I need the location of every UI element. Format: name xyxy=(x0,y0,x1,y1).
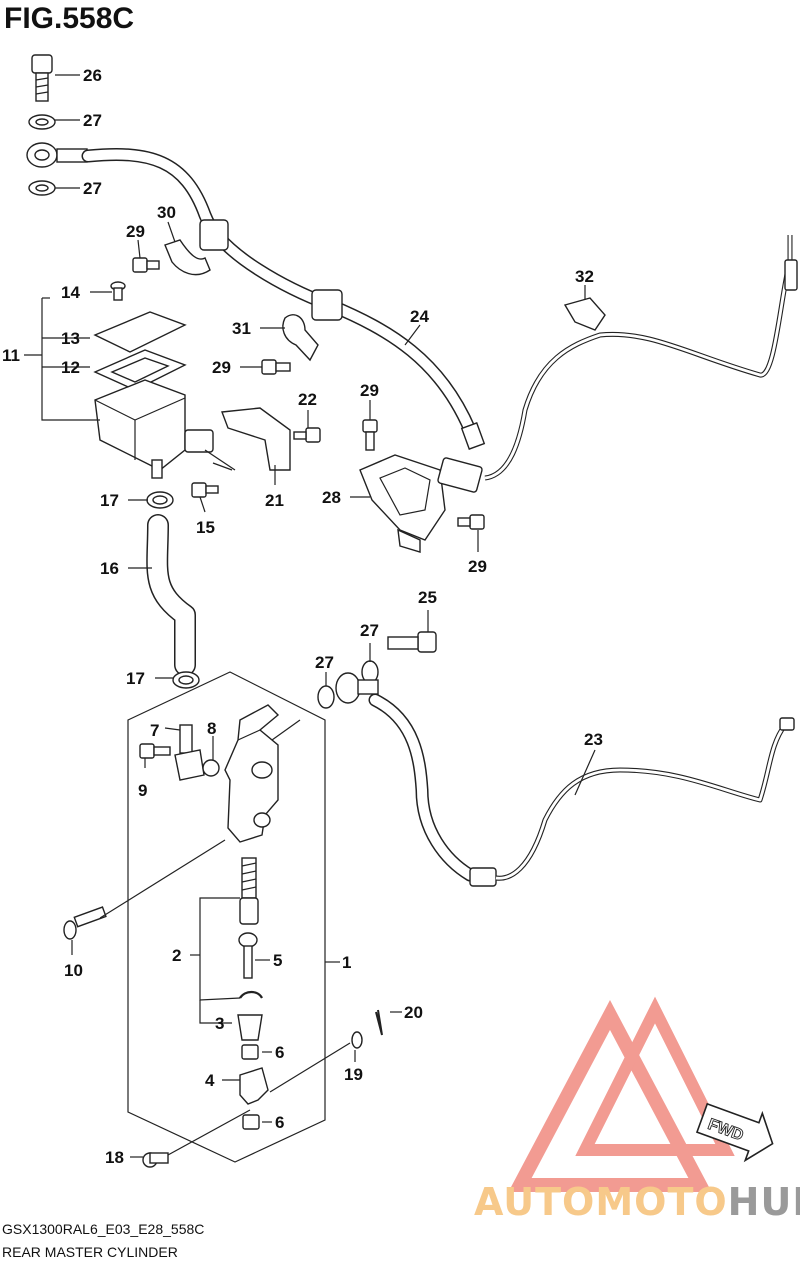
callout-4: 4 xyxy=(205,1071,215,1090)
reservoir-cap-13 xyxy=(93,311,187,353)
callout-27-a: 27 xyxy=(83,111,102,130)
callout-17-b: 17 xyxy=(126,669,145,688)
banjo-fitting-top xyxy=(26,142,88,168)
assembly-box-1 xyxy=(127,671,326,1163)
banjo-fitting-lower xyxy=(335,672,379,704)
callout-10: 10 xyxy=(64,961,83,980)
callout-12: 12 xyxy=(61,358,80,377)
figure-name: REAR MASTER CYLINDER xyxy=(2,1244,178,1260)
nut-6-a xyxy=(241,1044,259,1060)
callout-29-c: 29 xyxy=(360,381,379,400)
nut-6-b xyxy=(242,1114,260,1130)
bolt-29-d xyxy=(457,514,485,530)
reservoir-hose-16 xyxy=(146,514,196,676)
callout-6-a: 6 xyxy=(275,1043,284,1062)
callout-26: 26 xyxy=(83,66,102,85)
union-block xyxy=(437,457,483,493)
screw-14 xyxy=(110,281,126,301)
boot-3 xyxy=(237,1014,263,1041)
bolt-29-b xyxy=(261,359,291,375)
callout-30: 30 xyxy=(157,203,176,222)
callout-22: 22 xyxy=(298,390,317,409)
piston-2 xyxy=(239,897,259,925)
brake-pipe-upper xyxy=(484,235,798,481)
figure-title: FIG.558C xyxy=(4,2,135,35)
callout-2: 2 xyxy=(172,946,181,965)
watermark-text: AUTOMOTOHUB xyxy=(474,1180,800,1224)
reservoir-body-11 xyxy=(94,379,214,479)
clevis-pin-18 xyxy=(142,1152,169,1168)
callout-29-d: 29 xyxy=(468,557,487,576)
callout-24: 24 xyxy=(410,307,429,326)
callout-21: 21 xyxy=(265,491,284,510)
callout-13: 13 xyxy=(61,329,80,348)
clamp-32 xyxy=(563,297,606,331)
callout-31: 31 xyxy=(232,319,251,338)
bolt-10 xyxy=(63,906,107,940)
callout-27-d: 27 xyxy=(315,653,334,672)
brake-hose-23 xyxy=(368,693,497,887)
pushrod-5 xyxy=(238,932,258,979)
callout-32: 32 xyxy=(575,267,594,286)
callout-27-c: 27 xyxy=(360,621,379,640)
callout-9: 9 xyxy=(138,781,147,800)
callout-28: 28 xyxy=(322,488,341,507)
master-bracket-28 xyxy=(359,454,446,541)
figure-code: GSX1300RAL6_E03_E28_558C xyxy=(2,1221,205,1237)
callout-25: 25 xyxy=(418,588,437,607)
watermark-part-moto: MOTO xyxy=(595,1180,728,1224)
bolt-9 xyxy=(139,743,171,759)
callout-23: 23 xyxy=(584,730,603,749)
callout-5: 5 xyxy=(273,951,282,970)
callout-29-b: 29 xyxy=(212,358,231,377)
callout-7: 7 xyxy=(150,721,159,740)
bracket-21 xyxy=(221,407,291,471)
callout-27-b: 27 xyxy=(83,179,102,198)
hose-grommet-2 xyxy=(311,289,343,321)
hose-fitting-7 xyxy=(174,724,205,781)
bolt-22 xyxy=(293,427,321,443)
washer-19 xyxy=(351,1031,363,1049)
clamp-30 xyxy=(164,239,211,276)
brake-hose-24 xyxy=(81,147,486,450)
callout-18: 18 xyxy=(105,1148,124,1167)
cotter-pin-20 xyxy=(375,1009,383,1036)
callout-3: 3 xyxy=(215,1014,224,1033)
callout-11: 11 xyxy=(2,346,20,365)
watermark-part-auto: AUTO xyxy=(474,1180,596,1224)
watermark-part-hub: HUB xyxy=(727,1180,800,1224)
banjo-bolt-25 xyxy=(387,631,437,653)
o-ring-8 xyxy=(202,759,220,777)
circlip xyxy=(239,990,263,999)
callout-6-b: 6 xyxy=(275,1113,284,1132)
callout-20: 20 xyxy=(404,1003,423,1022)
bolt-15 xyxy=(191,482,219,498)
callout-17-a: 17 xyxy=(100,491,119,510)
callout-14: 14 xyxy=(61,283,80,302)
clamp-31 xyxy=(282,314,319,362)
callout-16: 16 xyxy=(100,559,119,578)
hose-grommet-1 xyxy=(199,219,229,251)
bolt-29-a xyxy=(132,257,160,273)
callout-29-a: 29 xyxy=(126,222,145,241)
spring xyxy=(241,857,257,899)
watermark-logo xyxy=(508,996,735,1192)
master-cylinder-body xyxy=(224,704,280,843)
washer-27-d xyxy=(317,685,335,709)
leader-lines xyxy=(55,74,596,1158)
callout-1: 1 xyxy=(342,953,351,972)
banjo-bolt-26 xyxy=(31,54,53,102)
brake-pipe-lower xyxy=(495,717,795,881)
fwd-arrow-icon: FWD xyxy=(695,1102,774,1163)
bolt-29-c xyxy=(362,419,378,451)
callout-15: 15 xyxy=(196,518,215,537)
callout-19: 19 xyxy=(344,1065,363,1084)
callout-8: 8 xyxy=(207,719,216,738)
clevis-4 xyxy=(239,1067,269,1105)
